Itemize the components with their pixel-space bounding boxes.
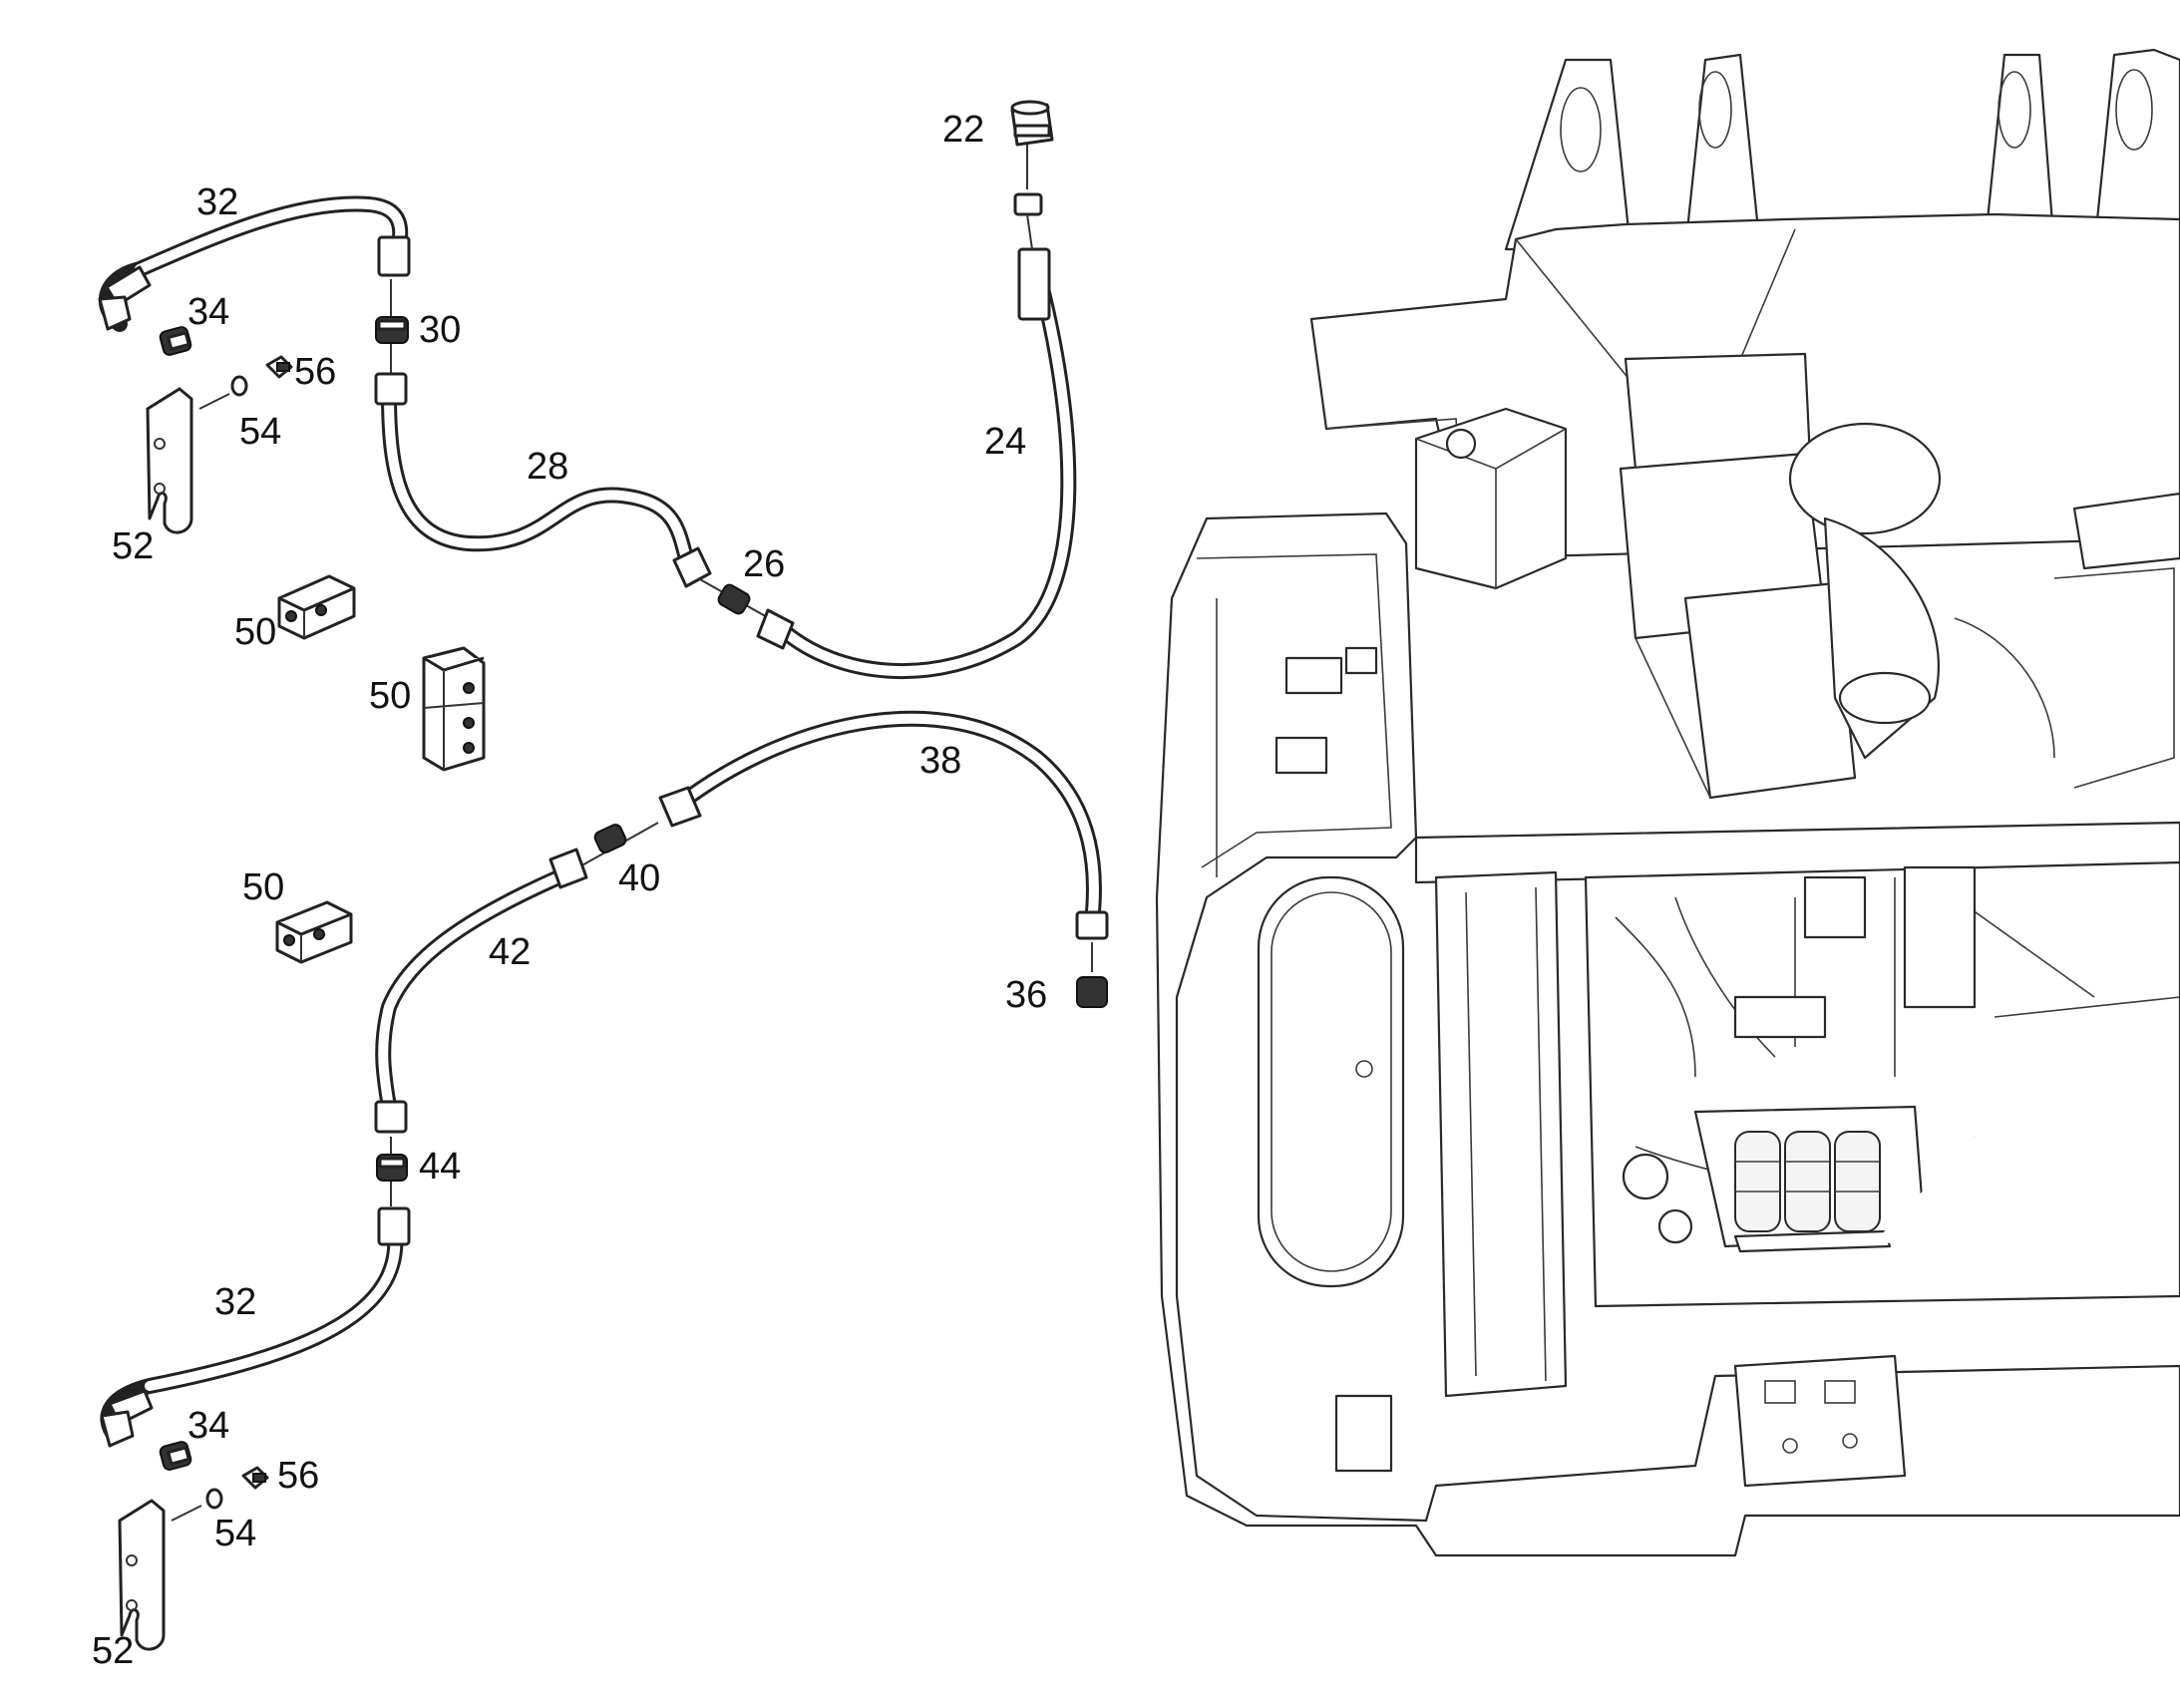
callout-56-upper: 56 [294, 351, 336, 393]
callout-30: 30 [419, 309, 461, 351]
callout-26: 26 [743, 543, 785, 585]
adapter-44 [376, 1137, 408, 1206]
screw-56-upper [265, 355, 293, 379]
hose-32-upper [98, 195, 411, 332]
nut-36 [1076, 942, 1108, 1008]
callout-50-lower: 50 [242, 866, 284, 908]
fitting-34-lower [159, 1441, 192, 1471]
hose-42 [374, 848, 588, 1134]
hose-38 [658, 710, 1109, 940]
clamp-50-stacked [422, 646, 486, 772]
callout-42: 42 [489, 931, 531, 973]
nipple-26 [697, 577, 779, 624]
cap-22 [1010, 100, 1054, 189]
callout-34-upper: 34 [187, 291, 229, 333]
callout-54-lower: 54 [214, 1513, 256, 1554]
callout-40: 40 [618, 857, 660, 899]
callout-50-stacked: 50 [369, 675, 411, 717]
bracket-52-upper [146, 387, 230, 534]
callout-24: 24 [984, 421, 1026, 463]
callout-54-upper: 54 [239, 411, 281, 453]
bracket-52-lower [118, 1499, 202, 1651]
callout-50-top: 50 [234, 611, 276, 653]
clamp-50-top [277, 574, 356, 640]
screw-56-lower [241, 1466, 269, 1490]
callout-32-lower: 32 [214, 1281, 256, 1323]
callout-22: 22 [942, 109, 984, 151]
callout-28: 28 [527, 446, 568, 488]
washer-54-upper [230, 375, 248, 397]
callout-38: 38 [919, 740, 961, 782]
callout-52-upper: 52 [112, 525, 154, 567]
callout-52-lower: 52 [92, 1630, 134, 1672]
callout-34-lower: 34 [187, 1405, 229, 1447]
callout-36: 36 [1005, 974, 1047, 1016]
callout-44: 44 [419, 1146, 461, 1188]
clamp-50-lower [275, 900, 353, 964]
adapter-30 [375, 279, 409, 379]
fitting-34-upper [159, 326, 192, 356]
nipple-40 [577, 822, 659, 868]
washer-54-lower [205, 1488, 223, 1510]
callout-32-upper: 32 [196, 181, 238, 223]
machine-chassis-illustration [1155, 48, 2180, 1557]
callout-56-lower: 56 [277, 1455, 319, 1497]
hose-24 [756, 192, 1077, 680]
hose-32-lower [100, 1206, 411, 1448]
hose-28 [374, 372, 712, 588]
